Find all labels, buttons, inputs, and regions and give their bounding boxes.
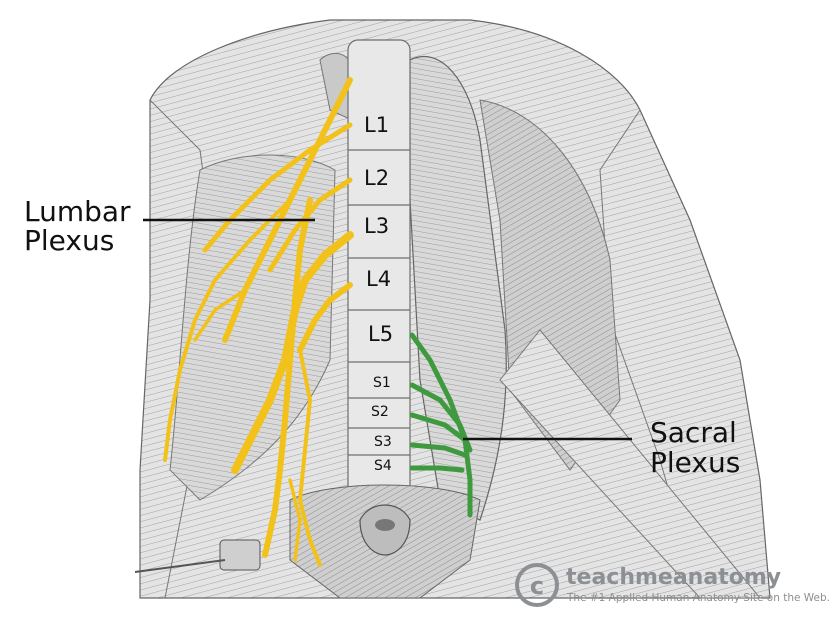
lumbar-plexus-label-line2: Plexus (24, 224, 115, 257)
vertebra-s2-label: S2 (371, 404, 389, 420)
vertebra-l1-label: L1 (364, 113, 390, 137)
cut-tissue (134, 539, 261, 573)
vertebra-s3-label: S3 (374, 434, 392, 450)
vertebra-l4-label: L4 (366, 267, 392, 291)
vertebra-l2-label: L2 (364, 166, 390, 190)
lumbar-plexus-nerves (163, 77, 354, 567)
svg-text:c: c (530, 572, 544, 600)
vertebral-column (347, 39, 411, 501)
sacral-plexus-label-line2: Plexus (650, 446, 741, 479)
vertebra-l5-label: L5 (368, 322, 394, 346)
pointer-lines (143, 218, 632, 441)
right-muscles (409, 55, 762, 599)
sacral-plexus-label-line1: Sacral (650, 416, 737, 449)
watermark-name: teachmeanatomy (566, 565, 782, 590)
vertebra-l3-label: L3 (364, 214, 390, 238)
teachmeanatomy-logo-icon: c (515, 563, 559, 607)
vertebra-s1-label: S1 (373, 375, 391, 391)
lumbar-plexus-label-line1: Lumbar (24, 195, 131, 228)
vertebra-s4-label: S4 (374, 458, 392, 474)
sacral-plexus-nerves (409, 332, 473, 518)
watermark-tagline: The #1 Applied Human Anatomy Site on the… (567, 592, 830, 604)
pelvis (289, 484, 481, 599)
